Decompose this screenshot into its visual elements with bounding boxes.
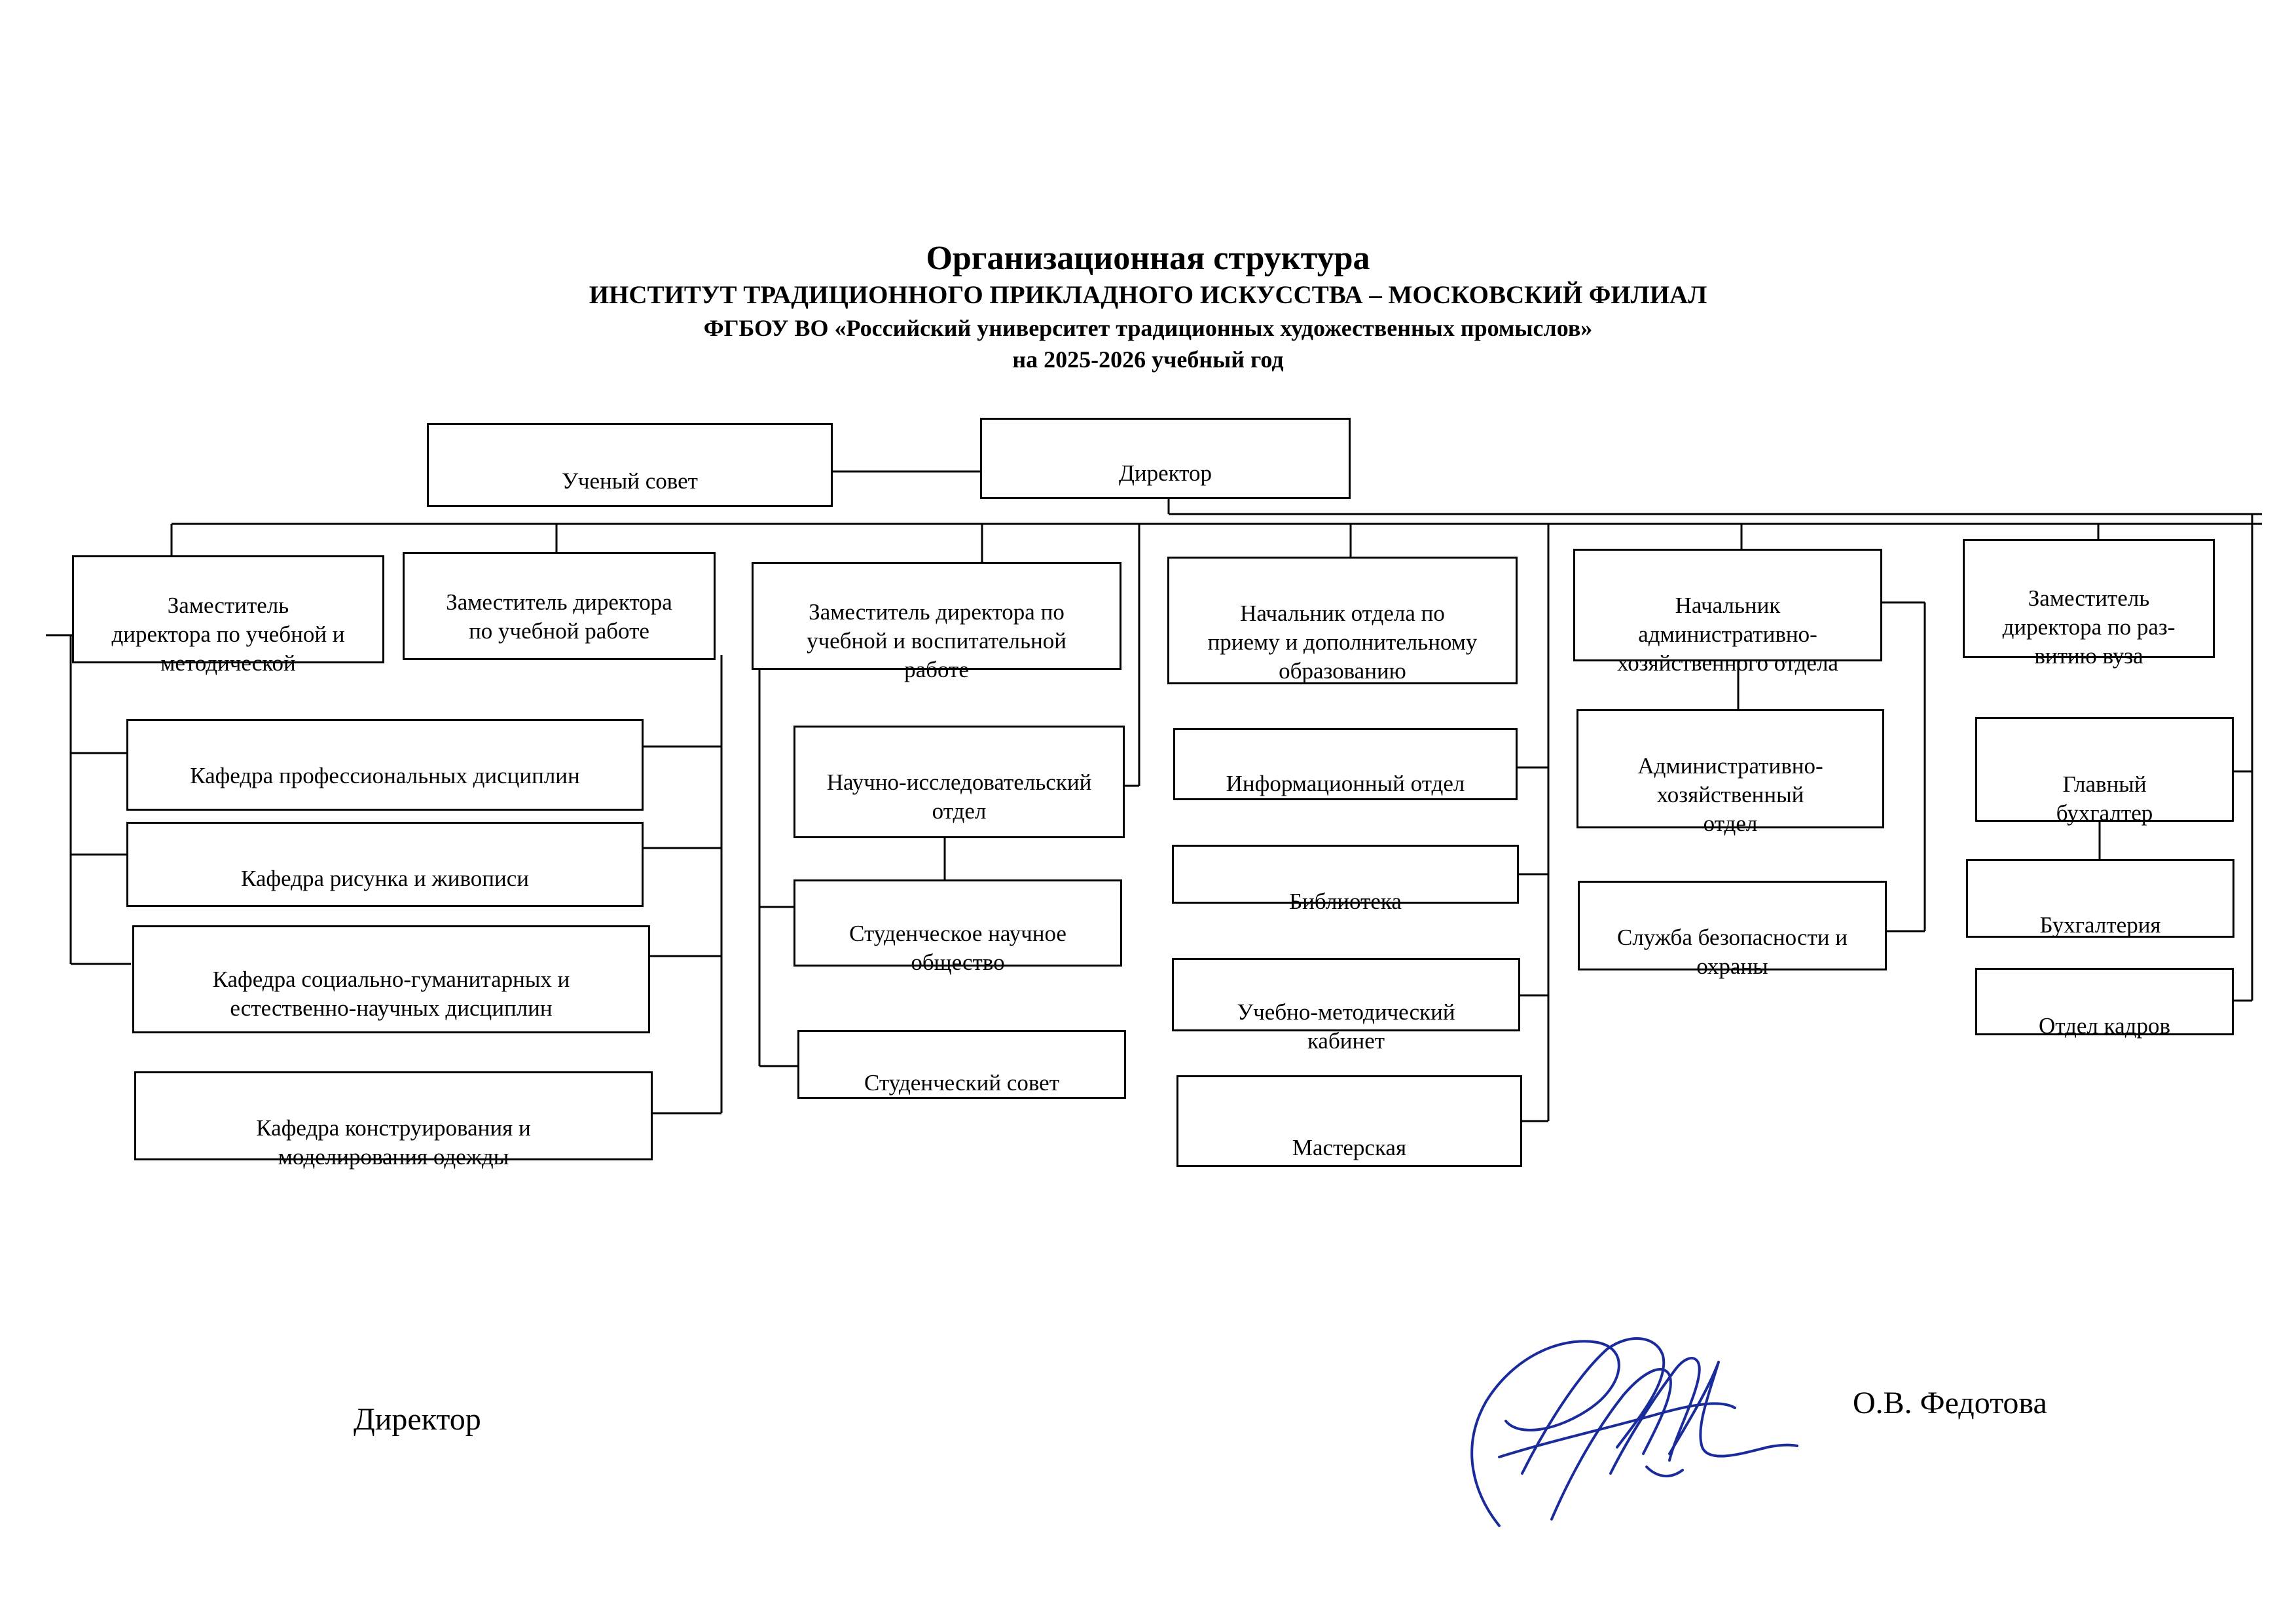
accounting-label: Бухгалтерия	[2039, 912, 2161, 938]
workshop-label: Мастерская	[1292, 1135, 1407, 1160]
methodical-cabinet-label: Учебно-методический кабинет	[1237, 999, 1455, 1054]
dept-clothing-design-box: Кафедра конструирования и моделирования …	[134, 1071, 653, 1170]
research-dept-label: Научно-исследовательский отдел	[826, 769, 1092, 824]
chief-accountant-box: Главный бухгалтер	[1975, 717, 2234, 826]
student-council-label: Студенческий совет	[864, 1070, 1060, 1096]
library-label: Библиотека	[1289, 889, 1402, 914]
head-admission-box: Начальник отдела по приему и дополнитель…	[1167, 557, 1518, 684]
dep-teaching-work-label: Заместитель директора по учебной работе	[446, 589, 672, 644]
admin-econ-dept-box: Административно- хозяйственный отдел	[1576, 709, 1884, 836]
info-dept-box: Информационный отдел	[1173, 728, 1518, 800]
research-dept-box: Научно-исследовательский отдел	[793, 726, 1125, 838]
hr-dept-label: Отдел кадров	[2038, 1013, 2170, 1039]
head-admin-econ-box: Начальник административно- хозяйственног…	[1573, 549, 1882, 676]
dept-clothing-design-label: Кафедра конструирования и моделирования …	[256, 1115, 531, 1170]
head-admin-econ-label: Начальник административно- хозяйственног…	[1617, 593, 1838, 676]
workshop-box: Мастерская	[1176, 1075, 1522, 1167]
accounting-box: Бухгалтерия	[1966, 859, 2234, 938]
dept-prof-disciplines-box: Кафедра профессиональных дисциплин	[126, 719, 644, 811]
admin-econ-dept-label: Административно- хозяйственный отдел	[1637, 753, 1823, 836]
security-service-label: Служба безопасности и охраны	[1616, 925, 1848, 979]
dept-prof-disciplines-label: Кафедра профессиональных дисциплин	[190, 763, 580, 788]
institute-name: ИНСТИТУТ ТРАДИЦИОННОГО ПРИКЛАДНОГО ИСКУС…	[589, 281, 1707, 309]
dep-teaching-methodical-box: Заместитель директора по учебной и метод…	[72, 555, 384, 676]
academic-council-box: Ученый совет	[427, 423, 833, 507]
footer-name: О.В. Федотова	[1853, 1386, 2047, 1420]
dept-drawing-painting-box: Кафедра рисунка и живописи	[126, 822, 644, 907]
director-label: Директор	[1118, 460, 1212, 486]
dep-development-box: Заместитель директора по раз- витию вуза	[1963, 539, 2215, 669]
academic-council-label: Ученый совет	[562, 468, 698, 494]
dept-drawing-painting-label: Кафедра рисунка и живописи	[241, 866, 529, 891]
dept-social-humanities-label: Кафедра социально-гуманитарных и естеств…	[212, 967, 570, 1021]
student-council-box: Студенческий совет	[797, 1030, 1126, 1099]
methodical-cabinet-box: Учебно-методический кабинет	[1172, 958, 1520, 1054]
dep-teaching-methodical-label: Заместитель директора по учебной и метод…	[111, 593, 345, 676]
head-admission-label: Начальник отдела по приему и дополнитель…	[1207, 600, 1478, 684]
dep-development-label: Заместитель директора по раз- витию вуза	[2002, 585, 2176, 669]
signature-image	[1470, 1337, 1798, 1527]
dept-social-humanities-box: Кафедра социально-гуманитарных и естеств…	[132, 925, 650, 1033]
dep-teaching-educational-box: Заместитель директора по учебной и воспи…	[752, 562, 1121, 682]
chart-title: Организационная структура	[926, 240, 1370, 277]
academic-year: на 2025-2026 учебный год	[1012, 346, 1284, 373]
student-scientific-society-label: Студенческое научное общество	[849, 921, 1066, 975]
dep-teaching-educational-label: Заместитель директора по учебной и воспи…	[807, 599, 1066, 682]
student-scientific-society-box: Студенческое научное общество	[793, 879, 1122, 975]
dep-teaching-work-box: Заместитель директора по учебной работе	[403, 552, 716, 660]
university-name: ФГБОУ ВО «Российский университет традици…	[703, 315, 1593, 341]
hr-dept-box: Отдел кадров	[1975, 968, 2234, 1039]
security-service-box: Служба безопасности и охраны	[1578, 881, 1887, 979]
info-dept-label: Информационный отдел	[1226, 771, 1465, 796]
library-box: Библиотека	[1172, 845, 1519, 914]
director-box: Директор	[980, 418, 1351, 499]
chief-accountant-label: Главный бухгалтер	[2056, 771, 2153, 826]
footer-position: Директор	[354, 1402, 481, 1437]
